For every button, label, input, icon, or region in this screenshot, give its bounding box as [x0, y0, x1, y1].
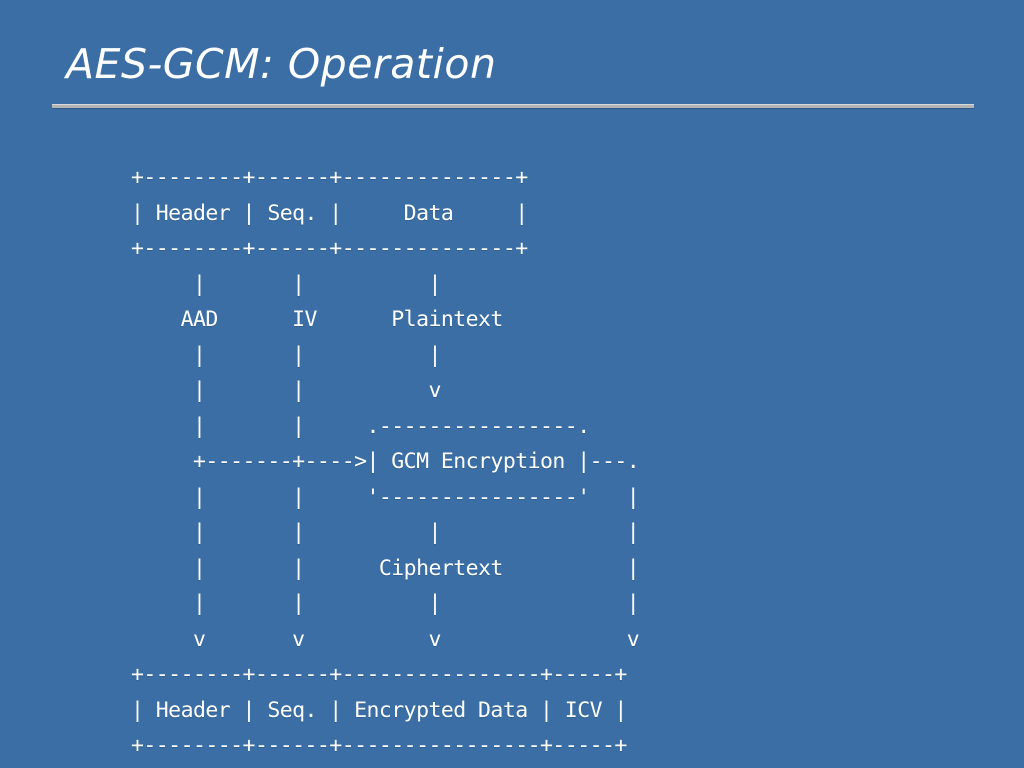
page-title: AES-GCM: Operation: [66, 40, 497, 88]
aes-gcm-operation-diagram: +--------+------+--------------+ | Heade…: [131, 165, 640, 758]
title-divider: [52, 104, 974, 109]
